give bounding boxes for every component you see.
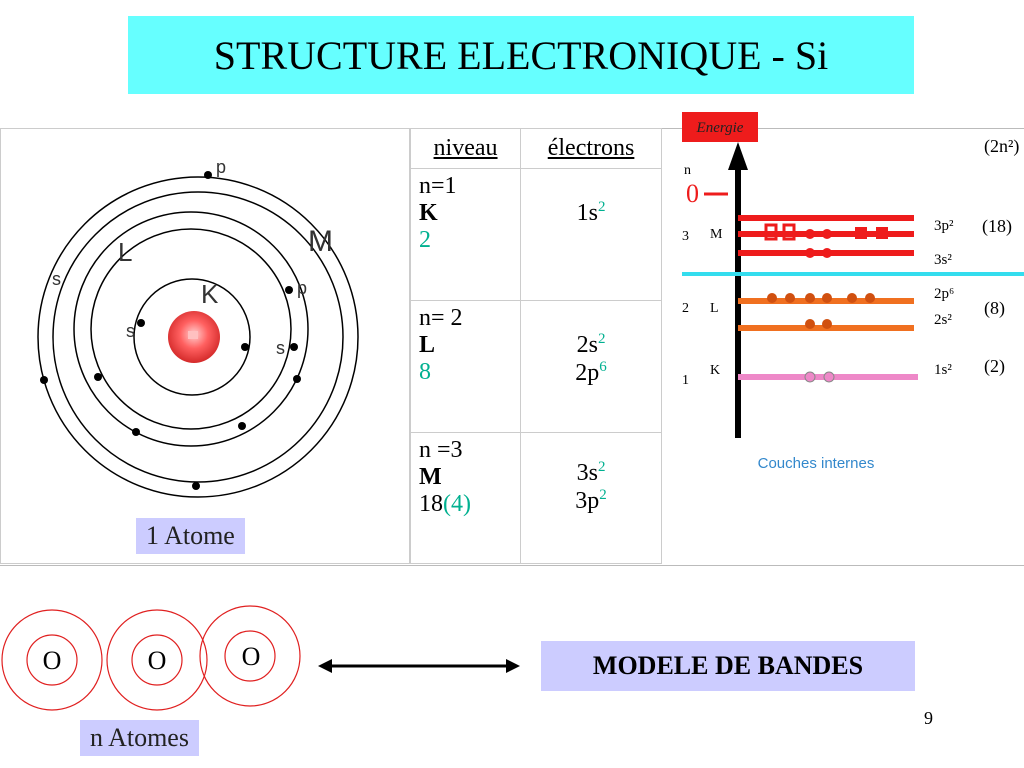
level-shell: K [419, 200, 438, 226]
shell-label-l: L [118, 237, 132, 267]
electrons [40, 171, 301, 490]
orbit-inner [133, 278, 251, 396]
capacity-label: (8) [984, 298, 1005, 319]
atom-outer-circle [199, 605, 301, 707]
atom-diagram-panel: K L M p s p s s [0, 128, 410, 564]
sublevel-label: 1s² [934, 362, 952, 378]
energy-arrow [728, 142, 748, 170]
electron [94, 373, 102, 381]
level-n-3: 3 [682, 229, 689, 244]
n-label: n [684, 163, 691, 178]
table-row: n=1 K 2 1s2 [409, 168, 662, 301]
level-count: 2 [419, 227, 431, 253]
level-shell: M [419, 464, 442, 490]
electron [241, 343, 249, 351]
shell-label-k: K [201, 279, 219, 309]
sublevel-label: 3s² [934, 252, 952, 268]
energy-label: Energie [696, 120, 744, 136]
electron [293, 375, 301, 383]
level-n: n =3 [419, 437, 463, 463]
atom-inner-circle [224, 630, 276, 682]
electron [132, 428, 140, 436]
electron-table: niveau électrons n=1 K 2 1s2 n= 2 L 8 2s… [409, 128, 662, 564]
inner-shells-caption: Couches internes [758, 455, 875, 472]
level-m-bands [738, 215, 914, 258]
nucleus-highlight [188, 331, 198, 339]
energy-label-box [682, 112, 758, 142]
level-shell: L [419, 332, 436, 358]
n-atoms-diagram: O O O [0, 590, 310, 720]
orbital: 1s2 [576, 199, 606, 226]
orbit-middle-inner [90, 228, 292, 430]
slide-title: STRUCTURE ELECTRONIQUE - Si [128, 16, 914, 94]
electron [137, 319, 145, 327]
table-row: n= 2 L 8 2s2 2p6 [409, 300, 662, 433]
subshell-label: p [297, 278, 307, 298]
level-count: 18(4) [419, 491, 471, 517]
level-n-1: 1 [682, 373, 689, 388]
subshell-label: s [126, 321, 135, 341]
electron [192, 482, 200, 490]
orbit-outer [37, 176, 359, 498]
subshell-label: p [216, 157, 226, 177]
n-atoms-label: n Atomes [80, 720, 199, 756]
atom-inner-circle [26, 634, 78, 686]
level-n-2: 2 [682, 301, 689, 316]
atom-diagram: K L M p s p s s [37, 157, 359, 498]
subshell-label: s [52, 269, 61, 289]
electron [290, 343, 298, 351]
energy-svg: Energie n 0 (2n²) [682, 112, 1024, 472]
level-n: n= 2 [419, 305, 463, 331]
one-atom-label: 1 Atome [136, 518, 245, 554]
atom-outer-circle [1, 609, 103, 711]
shell-label-m: M [308, 225, 333, 258]
orbital: 2s2 [576, 331, 606, 358]
header-niveau: niveau [409, 128, 522, 169]
level-n: n=1 [419, 173, 457, 199]
sublevel-label: 3p² [934, 218, 954, 234]
capacity-label: (18) [982, 216, 1012, 237]
header-electrons: électrons [520, 128, 662, 169]
page-number: 9 [924, 708, 933, 728]
table-row: n =3 M 18(4) 3s2 3p2 [409, 432, 662, 564]
zero-label: 0 [686, 179, 699, 208]
electron [204, 171, 212, 179]
energy-diagram: Energie n 0 (2n²) [662, 108, 1024, 488]
subshell-label: s [276, 338, 285, 358]
sublevel-label: 2s² [934, 312, 952, 328]
electron [285, 286, 293, 294]
header-2n2: (2n²) [984, 136, 1019, 157]
orbit-middle [73, 211, 309, 447]
electron [238, 422, 246, 430]
sublevel-label: 2p⁶ [934, 286, 954, 302]
band-model-label: MODELE DE BANDES [541, 641, 915, 691]
double-arrow [318, 659, 520, 673]
orbital: 2p6 [575, 359, 607, 386]
level-shell-k: K [710, 363, 720, 378]
level-k-band [738, 371, 918, 383]
atom-inner-circle [131, 634, 183, 686]
electron [40, 376, 48, 384]
orbital: 3s2 [576, 459, 606, 486]
orbit-outer-inner [52, 191, 344, 483]
atom-label: O [242, 642, 261, 671]
level-count: 8 [419, 359, 431, 385]
atom-outer-circle [106, 609, 208, 711]
orbital: 3p2 [575, 487, 607, 514]
atom-label: O [43, 646, 62, 675]
atom-label: O [148, 646, 167, 675]
level-l-bands [738, 293, 914, 331]
level-shell-m: M [710, 227, 723, 242]
capacity-label: (2) [984, 356, 1005, 377]
level-shell-l: L [710, 301, 719, 316]
